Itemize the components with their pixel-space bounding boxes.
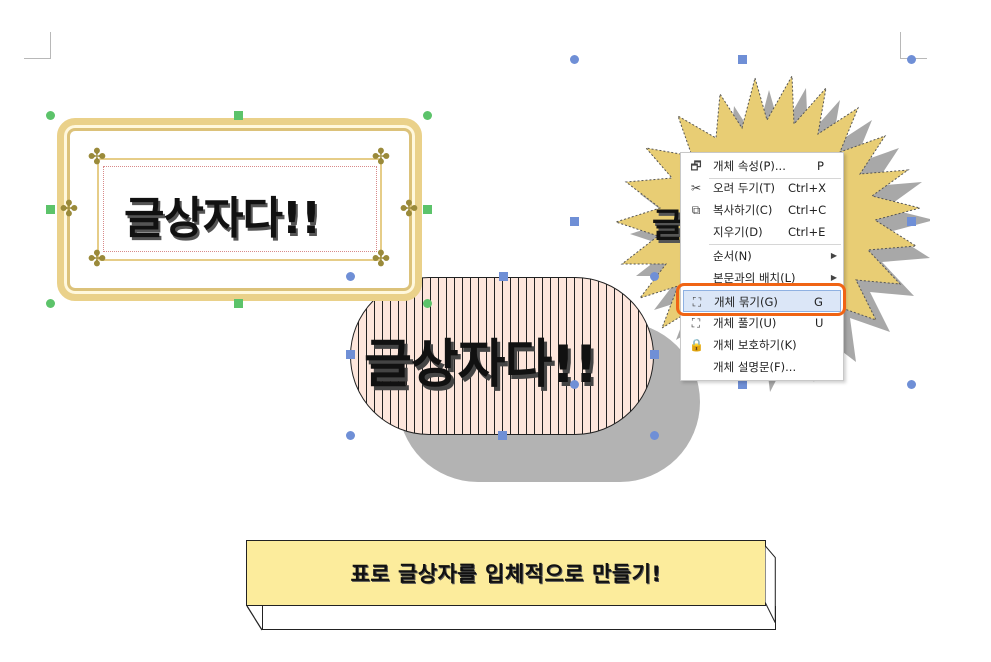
resize-handle[interactable] — [907, 217, 916, 226]
resize-handle[interactable] — [423, 205, 432, 214]
text-area-outline — [103, 166, 377, 252]
resize-handle[interactable] — [738, 55, 747, 64]
resize-handle[interactable] — [907, 380, 916, 389]
frame-text: 글상자다!! — [124, 193, 321, 244]
banner-textbox[interactable]: 표로 글상자를 입체적으로 만들기! — [246, 540, 766, 606]
resize-handle[interactable] — [498, 431, 507, 440]
menu-item-object-description[interactable]: 개체 설명문(F)... — [713, 360, 797, 374]
menu-item-copy[interactable]: ⧉ 복사하기(C) Ctrl+C — [681, 199, 843, 221]
ornament-icon: ✤ — [371, 145, 391, 170]
resize-handle[interactable] — [234, 111, 243, 120]
menu-separator — [709, 178, 841, 179]
ornament-icon: ✤ — [399, 197, 419, 222]
resize-handle[interactable] — [650, 350, 659, 359]
menu-item-order[interactable]: 순서(N) ▶ — [681, 245, 843, 267]
resize-handle[interactable] — [46, 205, 55, 214]
resize-handle[interactable] — [423, 299, 432, 308]
frame-inner-border — [97, 158, 382, 261]
submenu-arrow-icon: ▶ — [830, 251, 837, 260]
pill-text: 글상자다!! — [364, 335, 598, 395]
ornament-icon: ✤ — [87, 247, 107, 272]
ornament-icon: ✤ — [87, 145, 107, 170]
resize-handle[interactable] — [346, 272, 355, 281]
resize-handle[interactable] — [346, 350, 355, 359]
ornament-icon: ✤ — [371, 247, 391, 272]
banner-text: 표로 글상자를 입체적으로 만들기! — [350, 562, 662, 586]
ornament-icon: ✤ — [59, 197, 79, 222]
menu-item-text-wrap[interactable]: 본문과의 배치(L) ▶ — [681, 267, 843, 289]
highlight-ring — [676, 283, 846, 316]
resize-handle[interactable] — [346, 431, 355, 440]
group-objects-icon: ⛶ — [692, 295, 702, 309]
resize-handle[interactable] — [738, 380, 747, 389]
resize-handle[interactable] — [907, 55, 916, 64]
copy-icon: ⧉ — [691, 203, 701, 217]
resize-handle[interactable] — [234, 299, 243, 308]
resize-handle[interactable] — [499, 272, 508, 281]
resize-handle[interactable] — [650, 431, 659, 440]
resize-handle[interactable] — [46, 299, 55, 308]
properties-icon: 🗗 — [690, 159, 702, 173]
resize-handle[interactable] — [570, 55, 579, 64]
banner-depth-bottom — [262, 606, 776, 630]
menu-item-group-objects[interactable]: ⛶ 개체 묶기(G) G — [683, 290, 841, 312]
frame-border — [57, 118, 422, 301]
lock-icon: 🔒 — [689, 338, 704, 352]
resize-handle[interactable] — [570, 380, 579, 389]
scissors-icon: ✂ — [690, 181, 702, 195]
banner-depth-corner — [246, 605, 263, 631]
resize-handle[interactable] — [423, 111, 432, 120]
menu-item-delete[interactable]: 지우기(D) Ctrl+E — [713, 225, 826, 239]
submenu-arrow-icon: ▶ — [830, 273, 837, 282]
frame-textbox[interactable]: ✤ ✤ ✤ ✤ ✤ ✤ — [57, 118, 422, 301]
menu-item-protect-object[interactable]: 🔒 개체 보호하기(K) — [689, 338, 797, 352]
menu-item-cut[interactable]: ✂ 오려 두기(T) Ctrl+X — [690, 181, 826, 195]
ungroup-objects-icon: ⛶ — [691, 316, 701, 330]
resize-handle[interactable] — [570, 217, 579, 226]
context-menu: 🗗 개체 속성(P)... P ✂ 오려 두기(T) Ctrl+X ⧉ 복사하기… — [680, 152, 844, 381]
banner-depth-side — [765, 544, 776, 623]
star-text: 글 — [652, 206, 683, 246]
menu-separator — [709, 244, 841, 245]
resize-handle[interactable] — [46, 111, 55, 120]
menu-item-ungroup-objects[interactable]: ⛶ 개체 풀기(U) U — [681, 312, 843, 334]
page-corner-top-left — [24, 32, 51, 59]
menu-item-object-properties[interactable]: 🗗 개체 속성(P)... P — [690, 159, 824, 173]
resize-handle[interactable] — [650, 272, 659, 281]
